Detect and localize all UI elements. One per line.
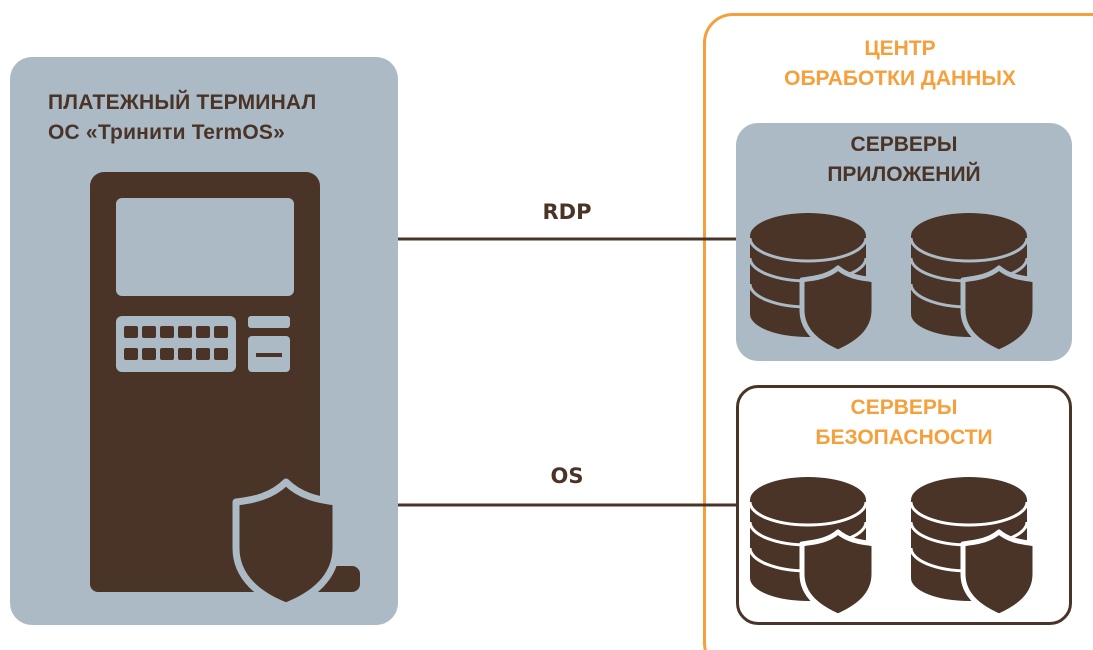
- data-center-frame: [703, 13, 1093, 650]
- data-center-title-line2: ОБРАБОТКИ ДАННЫХ: [784, 67, 1016, 90]
- app-server-db-1-icon: [750, 213, 874, 352]
- rdp-label: RDP: [542, 200, 592, 224]
- atm-terminal-icon: [90, 172, 360, 610]
- security-server-db-2-icon: [911, 477, 1035, 616]
- terminal-title-line1: ПЛАТЕЖНЫЙ ТЕРМИНАЛ: [48, 91, 317, 114]
- terminal-title: ПЛАТЕЖНЫЙ ТЕРМИНАЛ ОС «Тринити TermOS»: [48, 88, 317, 148]
- os-label: OS: [550, 464, 584, 488]
- data-center-title: ЦЕНТР ОБРАБОТКИ ДАННЫХ: [720, 34, 1080, 94]
- security-servers-title-line1: СЕРВЕРЫ: [850, 396, 958, 419]
- app-servers-title-line2: ПРИЛОЖЕНИЙ: [827, 163, 981, 186]
- app-server-db-2-icon: [911, 213, 1035, 352]
- app-servers-title: СЕРВЕРЫ ПРИЛОЖЕНИЙ: [736, 130, 1072, 190]
- security-server-db-1-icon: [750, 477, 874, 616]
- security-servers-title-line2: БЕЗОПАСНОСТИ: [815, 426, 993, 449]
- app-servers-title-line1: СЕРВЕРЫ: [850, 133, 958, 156]
- security-servers-title: СЕРВЕРЫ БЕЗОПАСНОСТИ: [736, 393, 1072, 453]
- data-center-title-line1: ЦЕНТР: [864, 37, 936, 60]
- terminal-title-line2: ОС «Тринити TermOS»: [48, 121, 286, 144]
- shield-icon: [232, 478, 340, 610]
